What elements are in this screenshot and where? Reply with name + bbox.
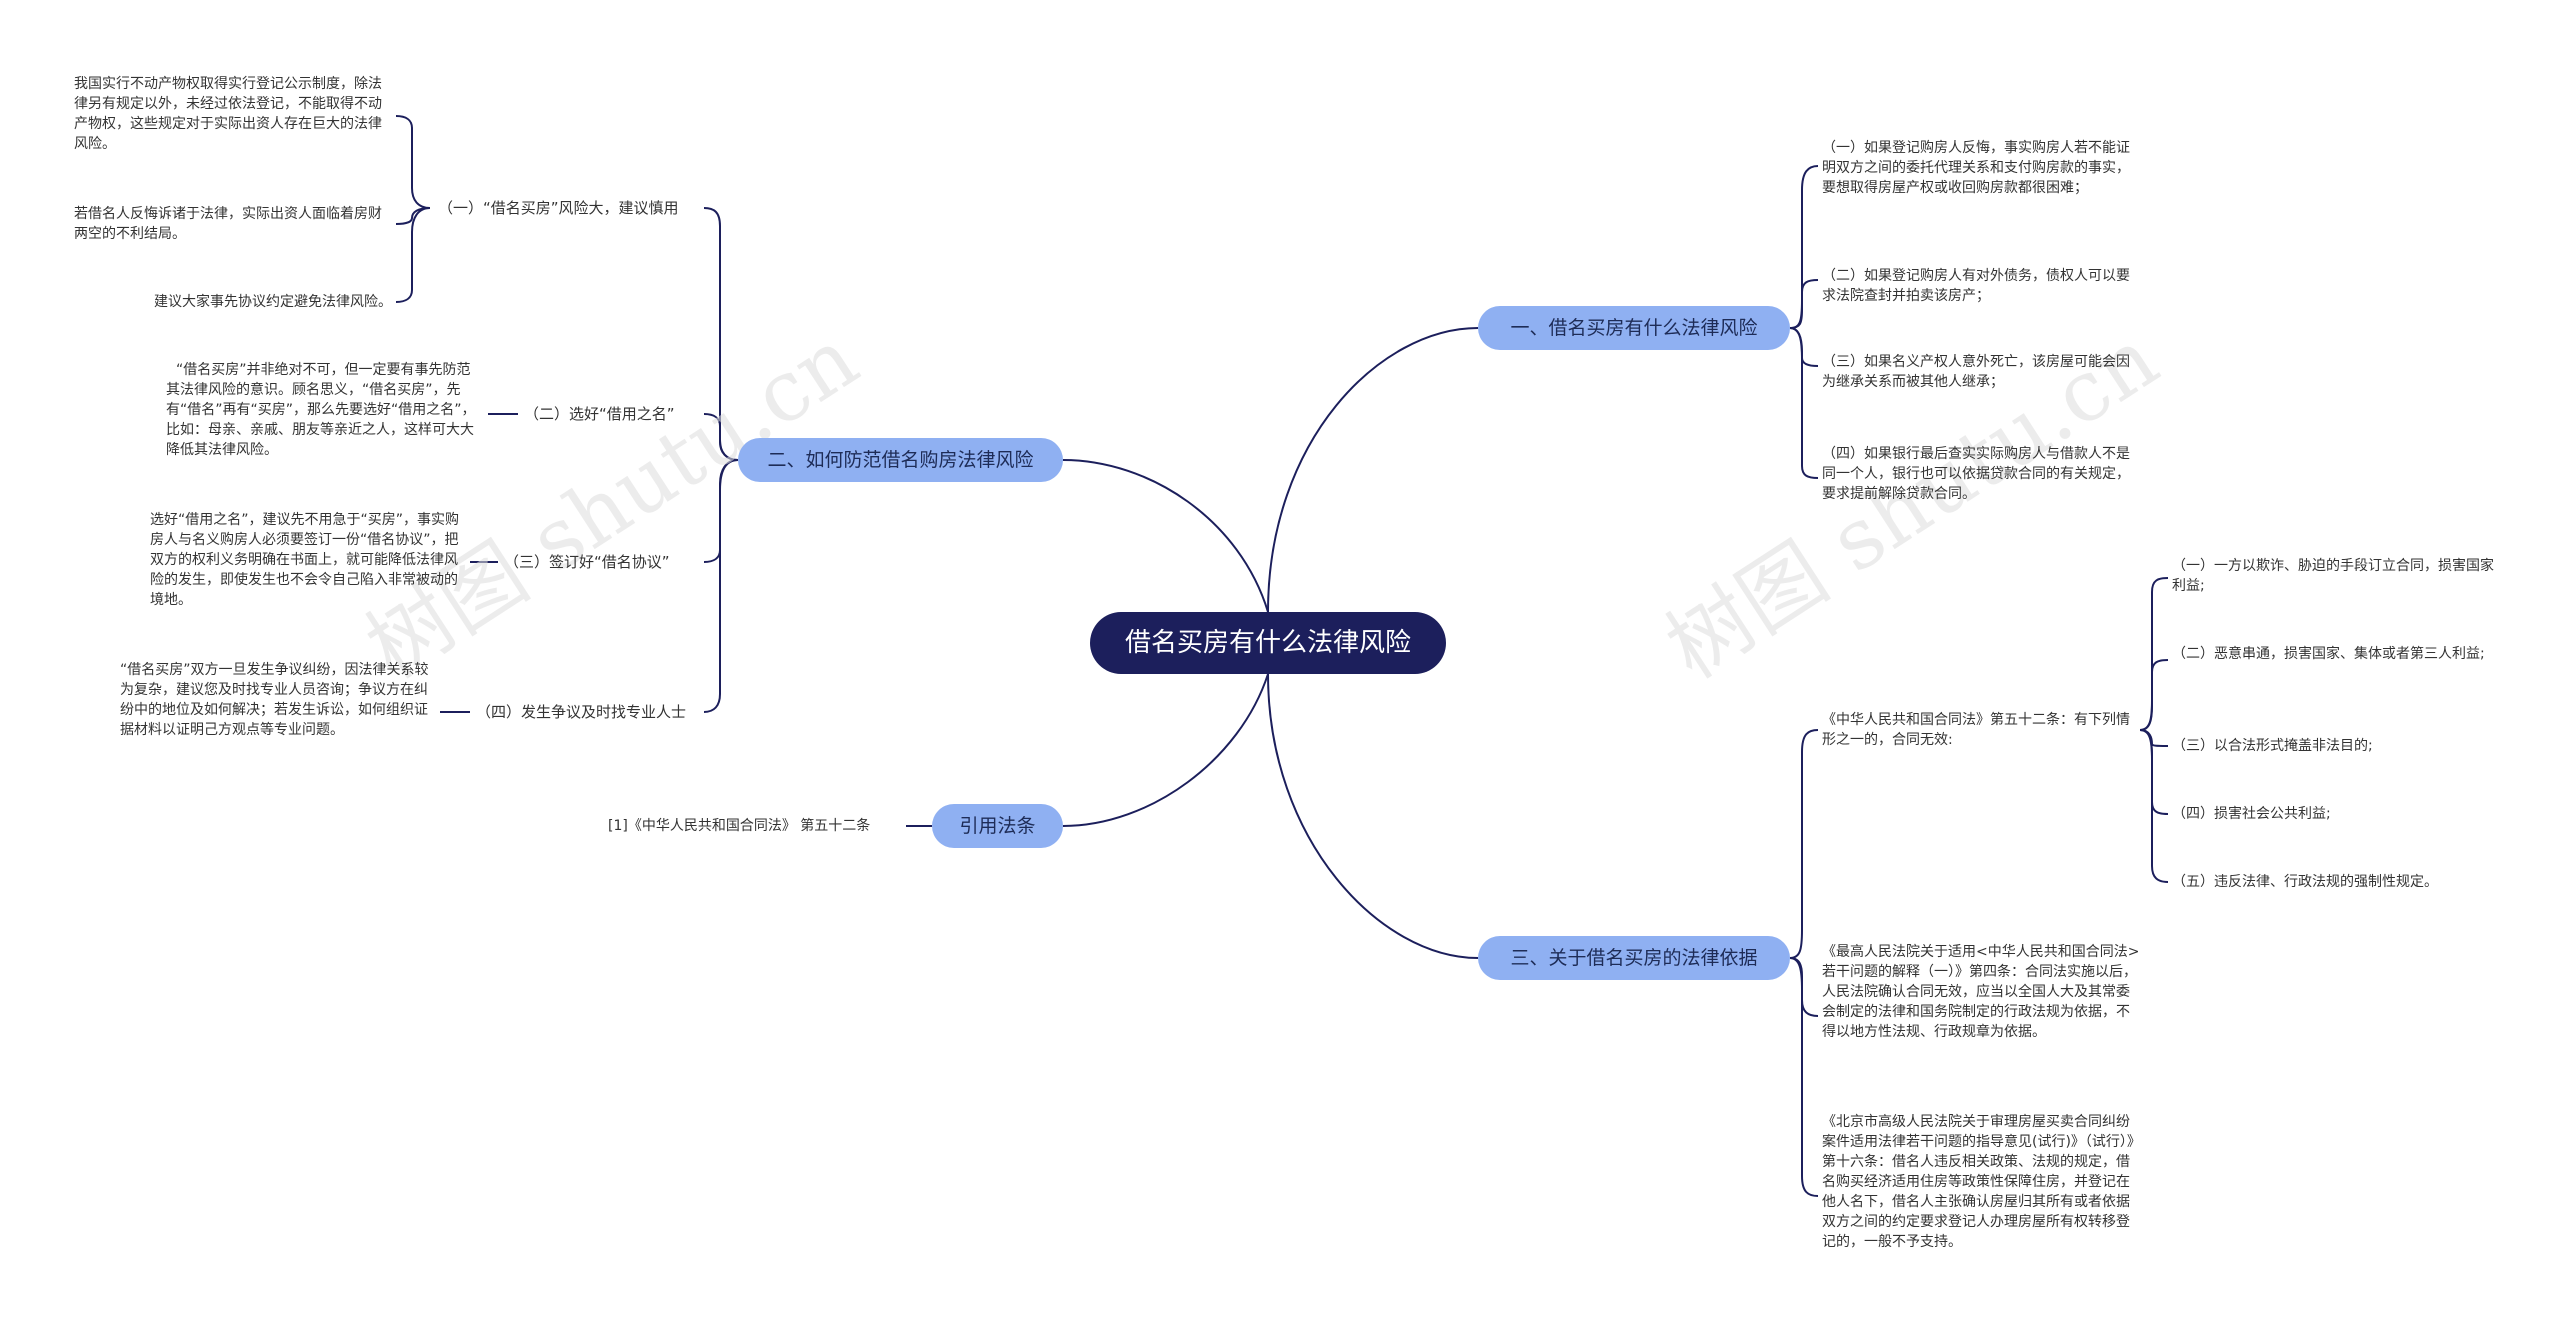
invalid-case-1: （一）一方以欺诈、胁迫的手段订立合同，损害国家利益; bbox=[2172, 558, 2494, 594]
branch-citations[interactable]: 引用法条 bbox=[932, 804, 1063, 848]
risk-leaf-1: （一）如果登记购房人反悔，事实购房人若不能证明双方之间的委托代理关系和支付购房款… bbox=[1822, 140, 2130, 196]
invalid-case-3: （三）以合法形式掩盖非法目的; bbox=[2172, 738, 2373, 754]
dispute-leaf: “借名买房”双方一旦发生争议纠纷，因法律关系较为复杂，建议您及时找专业人员咨询；… bbox=[120, 662, 429, 738]
risk-leaf-2: （二）如果登记购房人有对外债务，债权人可以要求法院查封并拍卖该房产； bbox=[1822, 268, 2130, 304]
citation-leaf: [1]《中华人民共和国合同法》 第五十二条 bbox=[608, 818, 871, 834]
registration-risk-leaf: 我国实行不动产物权取得实行登记公示制度，除法律另有规定以外，未经过依法登记，不能… bbox=[74, 76, 382, 152]
sign-agreement-leaf: 选好“借用之名”，建议先不用急于“买房”，事实购房人与名义购房人必须要签订一份“… bbox=[150, 512, 460, 608]
prevention-sub-3: （三）签订好“借名协议” bbox=[504, 553, 670, 571]
risk-leaf-3: （三）如果名义产权人意外死亡，该房屋可能会因为继承关系而被其他人继承； bbox=[1822, 354, 2130, 390]
prevention-sub-4: （四）发生争议及时找专业人士 bbox=[476, 703, 687, 721]
invalid-case-4: （四）损害社会公共利益; bbox=[2172, 806, 2331, 822]
invalid-case-2: （二）恶意串通，损害国家、集体或者第三人利益; bbox=[2172, 646, 2485, 662]
risk-leaf-4: （四）如果银行最后查实实际购房人与借款人不是同一个人，银行也可以依据贷款合同的有… bbox=[1822, 446, 2130, 502]
root-topic[interactable]: 借名买房有什么法律风险 bbox=[1090, 612, 1446, 674]
law-beijing-art16: 《北京市高级人民法院关于审理房屋买卖合同纠纷案件适用法律若干问题的指导意见(试行… bbox=[1822, 1114, 2134, 1250]
regret-risk-leaf: 若借名人反悔诉诸于法律，实际出资人面临着房财两空的不利结局。 bbox=[74, 206, 382, 242]
agreement-advice-leaf: 建议大家事先协议约定避免法律风险。 bbox=[154, 294, 392, 310]
law-contract-art52: 《中华人民共和国合同法》第五十二条：有下列情形之一的，合同无效: bbox=[1822, 712, 2130, 748]
branch-prevention[interactable]: 二、如何防范借名购房法律风险 bbox=[738, 438, 1063, 482]
choose-name-leaf: “借名买房”并非绝对不可，但一定要有事先防范其法律风险的意识。顾名思义，“借名买… bbox=[166, 362, 476, 458]
prevention-sub-1: （一）“借名买房”风险大，建议慎用 bbox=[438, 199, 679, 217]
branch-legal-basis[interactable]: 三、关于借名买房的法律依据 bbox=[1478, 936, 1790, 980]
invalid-case-5: （五）违反法律、行政法规的强制性规定。 bbox=[2172, 874, 2438, 890]
prevention-sub-2: （二）选好“借用之名” bbox=[524, 405, 675, 423]
branch-legal-risks[interactable]: 一、借名买房有什么法律风险 bbox=[1478, 306, 1790, 350]
law-interpretation-art4: 《最高人民法院关于适用<中华人民共和国合同法>若干问题的解释（一）》第四条：合同… bbox=[1822, 944, 2140, 1040]
